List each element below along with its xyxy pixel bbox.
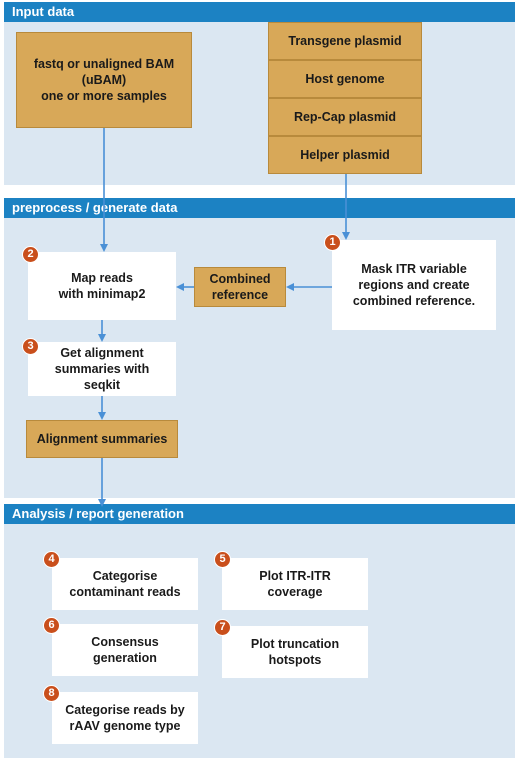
- truncation-hotspots-box: Plot truncation hotspots: [222, 626, 368, 678]
- step-6-badge: 6: [43, 617, 60, 634]
- contaminant-reads-label: Categorise contaminant reads: [69, 569, 181, 599]
- preprocess-header: preprocess / generate data: [4, 198, 515, 218]
- alignment-summaries-data-label: Alignment summaries: [36, 432, 168, 446]
- analysis-header: Analysis / report generation: [4, 504, 515, 524]
- step-8-badge: 8: [43, 685, 60, 702]
- step-7-badge: 7: [214, 619, 231, 636]
- host-genome-box: Host genome: [268, 60, 422, 98]
- rAAV-genome-type-box: Categorise reads by rAAV genome type: [52, 692, 198, 744]
- alignment-summaries-step-box: Get alignment summaries with seqkit: [28, 342, 176, 396]
- rAAV-genome-type-label: Categorise reads by rAAV genome type: [65, 703, 185, 733]
- step-3-badge: 3: [22, 338, 39, 355]
- helper-plasmid-box: Helper plasmid: [268, 136, 422, 174]
- itr-coverage-label: Plot ITR-ITR coverage: [259, 569, 331, 599]
- truncation-hotspots-label: Plot truncation hotspots: [250, 637, 340, 667]
- mask-itr-box: Mask ITR variable regions and create com…: [332, 240, 496, 330]
- reads-input-label: fastq or unaligned BAM (uBAM) one or mor…: [33, 57, 175, 103]
- consensus-box: Consensus generation: [52, 624, 198, 676]
- step-4-badge: 4: [43, 551, 60, 568]
- combined-reference-box: Combined reference: [194, 267, 286, 307]
- step-1-badge: 1: [324, 234, 341, 251]
- transgene-plasmid-label: Transgene plasmid: [288, 34, 402, 48]
- host-genome-label: Host genome: [305, 72, 385, 86]
- contaminant-reads-box: Categorise contaminant reads: [52, 558, 198, 610]
- step-5-badge: 5: [214, 551, 231, 568]
- alignment-summaries-step-label: Get alignment summaries with seqkit: [54, 346, 150, 392]
- transgene-plasmid-box: Transgene plasmid: [268, 22, 422, 60]
- rep-cap-plasmid-box: Rep-Cap plasmid: [268, 98, 422, 136]
- reads-input-box: fastq or unaligned BAM (uBAM) one or mor…: [16, 32, 192, 128]
- combined-reference-label: Combined reference: [209, 272, 271, 302]
- helper-plasmid-label: Helper plasmid: [300, 148, 390, 162]
- input-data-header: Input data: [4, 2, 515, 22]
- consensus-label: Consensus generation: [91, 635, 159, 665]
- rep-cap-plasmid-label: Rep-Cap plasmid: [293, 110, 397, 124]
- map-reads-box: Map reads with minimap2: [28, 252, 176, 320]
- itr-coverage-box: Plot ITR-ITR coverage: [222, 558, 368, 610]
- alignment-summaries-data-box: Alignment summaries: [26, 420, 178, 458]
- map-reads-label: Map reads with minimap2: [58, 271, 146, 301]
- mask-itr-label: Mask ITR variable regions and create com…: [352, 262, 476, 308]
- step-2-badge: 2: [22, 246, 39, 263]
